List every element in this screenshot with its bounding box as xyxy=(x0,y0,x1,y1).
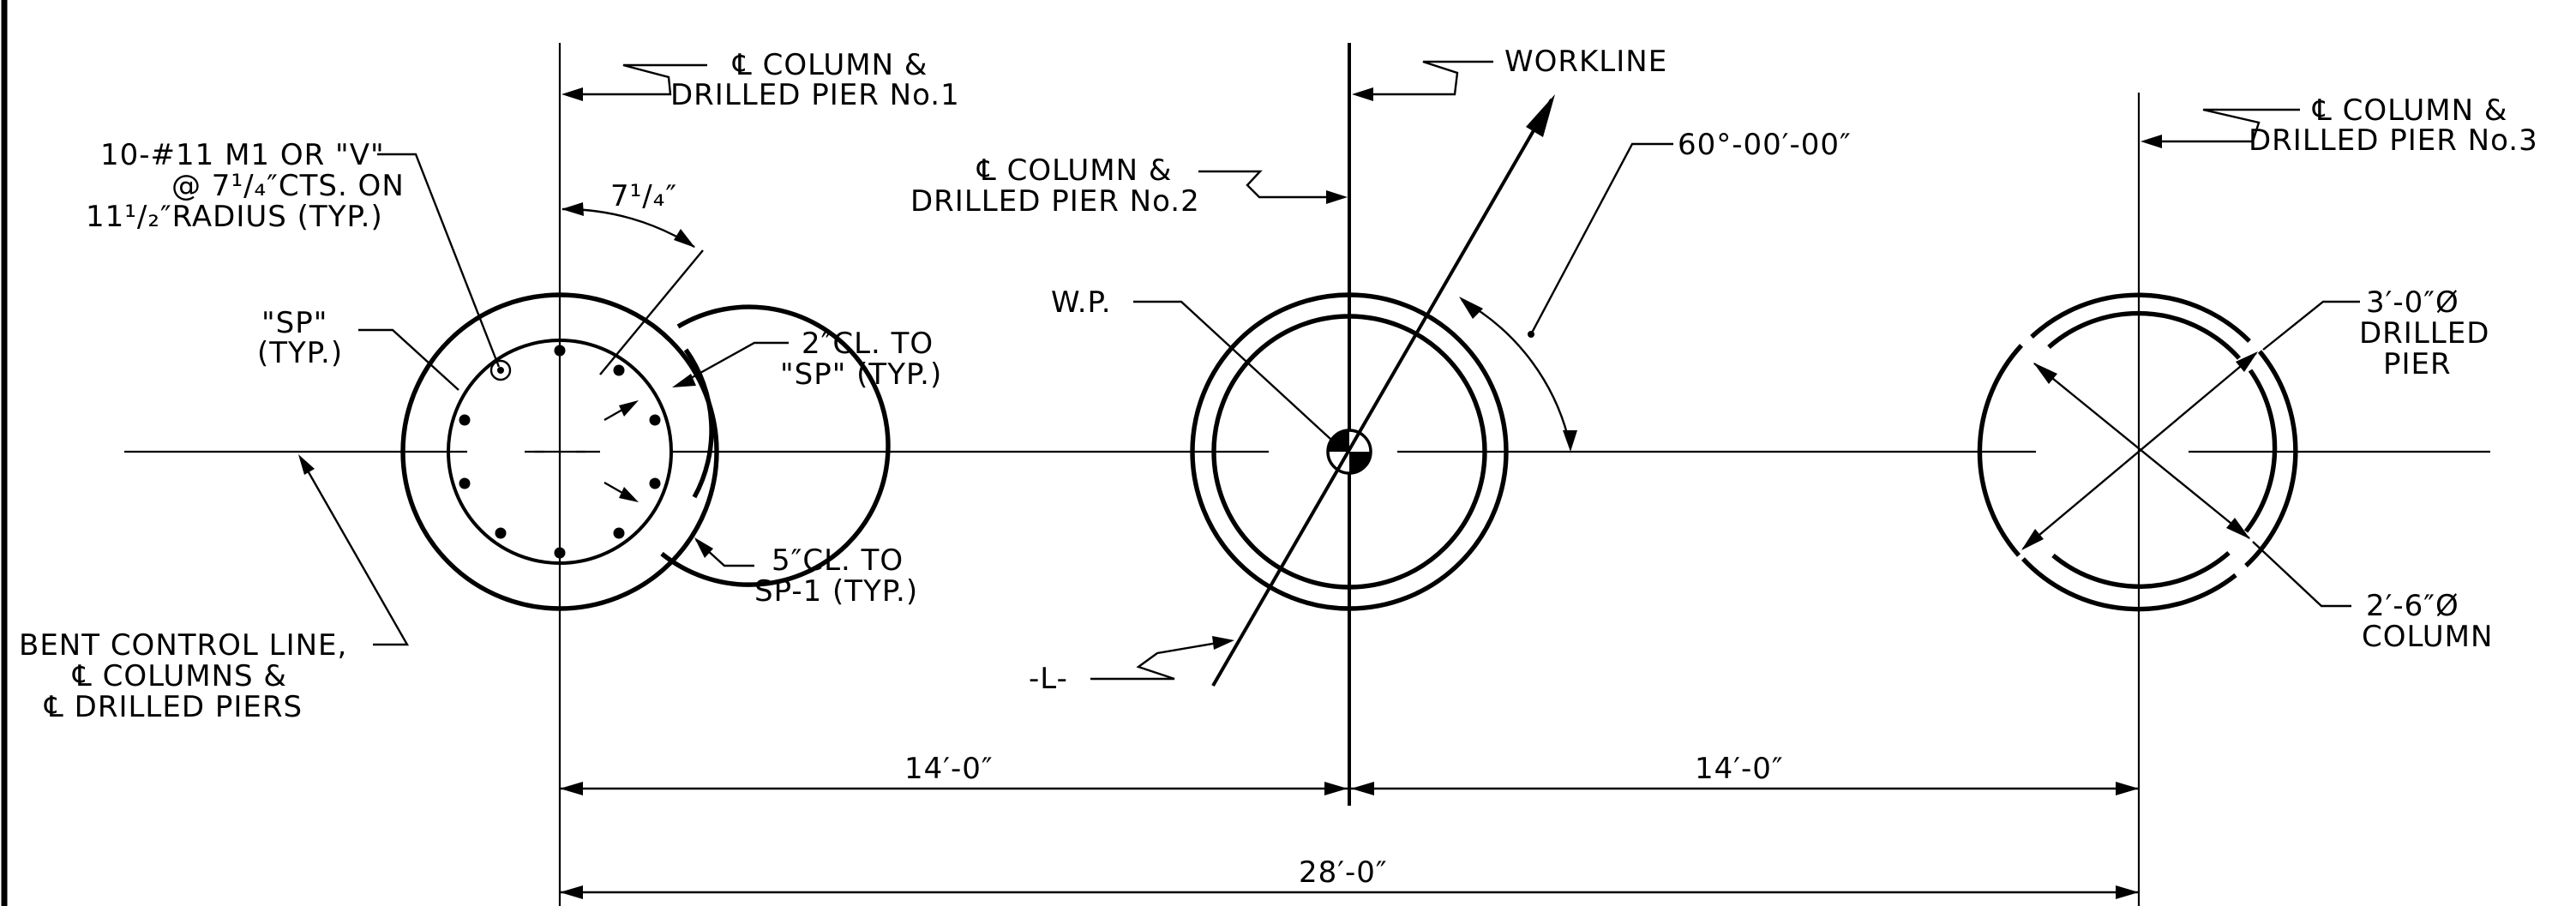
column-diameter-line1: 2′-6″Ø xyxy=(2366,589,2459,623)
rebar-label-line1: 10-#11 M1 OR "V" xyxy=(100,138,385,172)
pier-1-rebar-dots xyxy=(459,345,661,559)
pier-2-label-line1: ℄ COLUMN & xyxy=(976,153,1172,188)
cover-2in-line1: 2″CL. TO xyxy=(802,327,934,361)
survey-line-callout: -L- xyxy=(1029,636,1234,696)
workline-label: WORKLINE xyxy=(1504,45,1667,79)
pier-diameter-line1: 3′-0″Ø xyxy=(2366,285,2459,320)
bent-label-line2: ℄ COLUMNS & xyxy=(72,659,287,693)
survey-line-label: -L- xyxy=(1029,662,1068,696)
workline-callout: WORKLINE xyxy=(1352,45,1667,101)
pier-3-label-line1: ℄ COLUMN & xyxy=(2312,93,2507,128)
pier-1-label-line2: DRILLED PIER No.1 xyxy=(670,78,960,112)
sp-label-line1: "SP" xyxy=(261,306,327,340)
column-diameter-line2: COLUMN xyxy=(2362,620,2493,654)
column-diameter-callout: 2′-6″Ø COLUMN xyxy=(2252,541,2493,654)
pier-2-drilled-pier-outline xyxy=(1190,292,1509,611)
pier-1-callout: ℄ COLUMN & DRILLED PIER No.1 xyxy=(561,48,960,112)
dimension-total-label: 28′-0″ xyxy=(1299,855,1388,890)
cover-5in-callout: 5″CL. TO SP-1 (TYP.) xyxy=(694,537,918,609)
pier-1 xyxy=(400,43,891,906)
pier-1-drilled-pier-outline xyxy=(400,292,719,611)
rebar-label-line2: @ 7¹/₄″CTS. ON xyxy=(171,169,405,203)
pier-2-column-outline xyxy=(1211,314,1487,590)
pier-3 xyxy=(1977,93,2298,906)
pier-diameter-line3: PIER xyxy=(2383,347,2452,381)
angle-callout: 60°-00′-00″ xyxy=(1528,128,1852,338)
bent-label-line3: ℄ DRILLED PIERS xyxy=(44,690,303,724)
wp-label: W.P. xyxy=(1051,285,1112,320)
dimension-total: 28′-0″ xyxy=(560,855,2139,899)
bent-control-line-callout: BENT CONTROL LINE, ℄ COLUMNS & ℄ DRILLED… xyxy=(19,454,410,724)
angle-arc xyxy=(1461,298,1572,448)
dimension-right: 14′-0″ xyxy=(1351,752,2139,795)
pier-1-label-line1: ℄ COLUMN & xyxy=(732,48,928,82)
dimension-right-label: 14′-0″ xyxy=(1695,752,1784,786)
rebar-callout: 10-#11 M1 OR "V" @ 7¹/₄″CTS. ON 11¹/₂″RA… xyxy=(86,138,501,368)
pier-3-label-line2: DRILLED PIER No.3 xyxy=(2249,123,2538,158)
bent-label-line1: BENT CONTROL LINE, xyxy=(19,628,347,663)
dimension-left: 14′-0″ xyxy=(560,752,1349,795)
wp-callout: W.P. xyxy=(1051,285,1332,441)
pier-diameter-callout: 3′-0″Ø DRILLED PIER xyxy=(2262,285,2489,381)
pier-1-column-outline xyxy=(660,304,891,587)
rebar-spacing-dimension: 7¹/₄″ xyxy=(561,179,704,375)
pier-1-spiral xyxy=(447,339,673,565)
pier-diameter-line2: DRILLED xyxy=(2359,316,2489,351)
workline xyxy=(1211,98,1553,687)
spacing-label: 7¹/₄″ xyxy=(610,179,677,213)
pier-2-callout: ℄ COLUMN & DRILLED PIER No.2 xyxy=(910,153,1348,219)
cover-5in-line1: 5″CL. TO xyxy=(772,543,904,578)
pier-2-label-line2: DRILLED PIER No.2 xyxy=(910,184,1200,219)
pier-3-callout: ℄ COLUMN & DRILLED PIER No.3 xyxy=(2141,93,2538,158)
cover-5in-line2: SP-1 (TYP.) xyxy=(754,574,918,609)
pier-3-drilled-pier-outline xyxy=(2030,292,2251,343)
rebar-label-line3: 11¹/₂″RADIUS (TYP.) xyxy=(86,200,383,234)
cover-2in-line2: "SP" (TYP.) xyxy=(780,357,942,392)
cover-2in-callout: 2″CL. TO "SP" (TYP.) xyxy=(603,327,942,502)
pier-3-column-outline xyxy=(2047,310,2242,360)
dimension-left-label: 14′-0″ xyxy=(904,752,994,786)
sp-callout: "SP" (TYP.) xyxy=(257,306,459,391)
pier-2 xyxy=(1190,43,1577,806)
angle-label: 60°-00′-00″ xyxy=(1678,128,1852,162)
sp-label-line2: (TYP.) xyxy=(257,336,343,370)
